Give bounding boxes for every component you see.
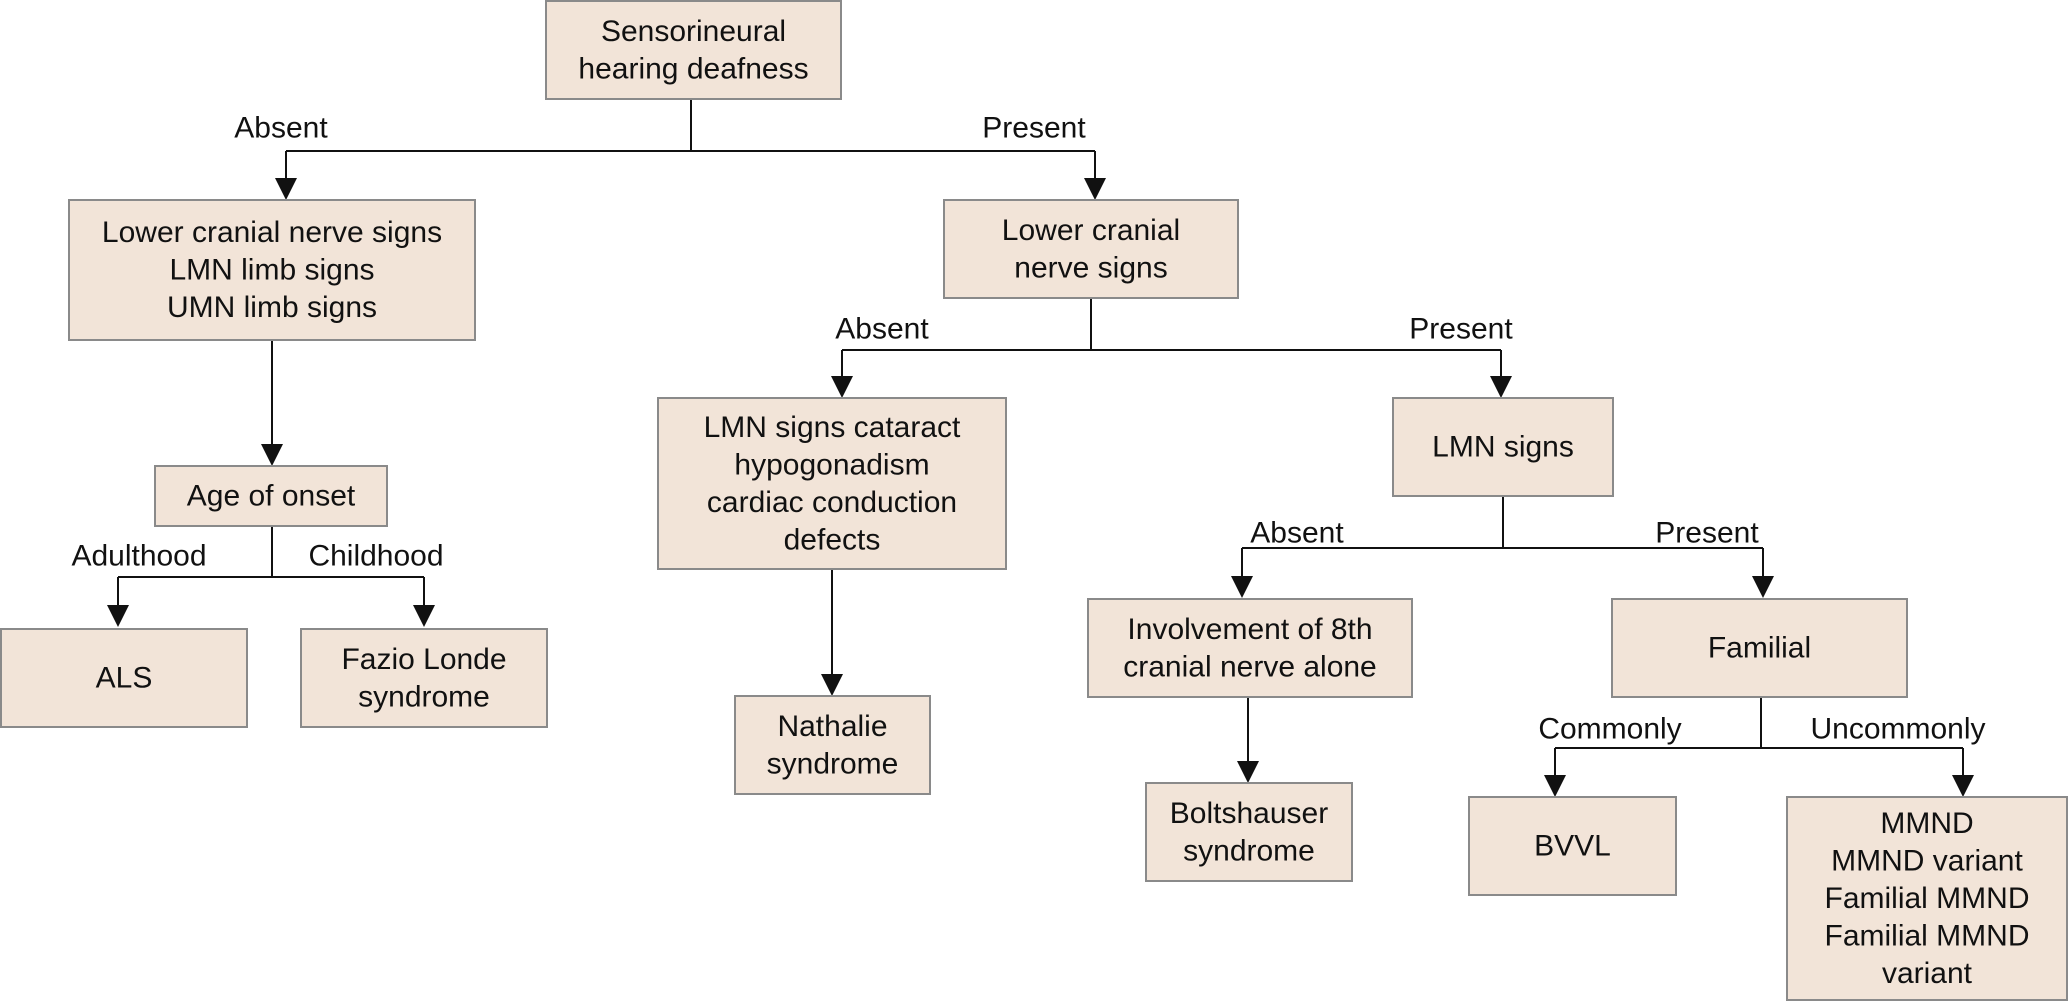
familial-split [1554,697,1964,777]
edge-label-onset-childhood: Childhood [308,540,443,573]
edge-label-lcn-present: Present [1409,313,1513,346]
node-text-line: syndrome [358,680,490,713]
node-box [734,695,931,795]
node-lower-cranial: Lower cranial nerve signs [943,199,1239,299]
root-split-right-arrow [1084,178,1106,200]
node-text-line: syndrome [1183,834,1315,867]
cataract-to-nathalie-arrow [821,674,843,696]
node-text-line: MMND variant [1831,845,2023,878]
lmn-split [1241,496,1764,578]
onset-split-left-arrow [107,605,129,627]
node-text-line: defects [784,523,881,556]
node-text-line: Lower cranial nerve signs [102,216,442,249]
node-lmn-cataract: LMN signs cataract hypogonadism cardiac co… [657,397,1007,570]
absent-to-onset-arrow [261,444,283,466]
node-root: Sensorineural hearing deafness [545,0,842,100]
node-als: ALS [0,628,248,728]
node-text-line: cardiac conduction [707,486,957,519]
node-text-line: hearing deafness [578,52,808,85]
node-boltshauser: Boltshauser syndrome [1145,782,1353,882]
lmn-split-left-arrow [1231,576,1253,598]
edge-label-lmn-absent: Absent [1250,517,1344,550]
node-text-line: Fazio Londe [341,643,506,676]
node-text-line: nerve signs [1014,251,1167,284]
node-text-line: MMND [1880,807,1973,840]
node-nathalie: Nathalie syndrome [734,695,931,795]
edge-label-onset-adulthood: Adulthood [71,540,206,573]
node-text-line: UMN limb signs [167,291,377,324]
node-text-line: Boltshauser [1170,797,1328,830]
node-box [943,199,1239,299]
node-text-line: LMN signs cataract [704,411,961,444]
node-box [68,199,476,341]
node-text-line: variant [1882,957,1973,990]
eighth-to-boltshauser-arrow [1237,761,1259,783]
node-text-line: syndrome [767,747,899,780]
connectors [107,99,1974,797]
node-text-line: Lower cranial [1002,214,1180,247]
edge-label-familial-commonly: Commonly [1538,713,1681,746]
node-box [154,465,388,527]
node-box [1611,598,1908,698]
node-familial: Familial [1611,598,1908,698]
node-text-line: Familial MMND [1825,920,2030,953]
edge-label-familial-uncommonly: Uncommonly [1810,713,1985,746]
lmn-split-right-arrow [1752,576,1774,598]
node-text-line: cranial nerve alone [1123,650,1377,683]
node-text-line: Age of onset [187,480,356,513]
node-text-line: BVVL [1534,830,1611,863]
node-box [1392,397,1614,497]
root-split-left-arrow [275,178,297,200]
node-fazio-londe: Fazio Londe syndrome [300,628,548,728]
familial-split-right-arrow [1952,775,1974,797]
node-text-line: LMN limb signs [169,254,374,287]
node-box [657,397,1007,570]
edge-label-lcn-absent: Absent [835,313,929,346]
edge-label-root-present: Present [982,112,1086,145]
node-box [1087,598,1413,698]
edge-label-root-absent: Absent [234,112,328,145]
lcn-split-left-arrow [831,376,853,398]
node-text-line: LMN signs [1432,431,1574,464]
node-box [1145,782,1353,882]
root-split [285,99,1096,180]
lcn-split-right-arrow [1490,376,1512,398]
node-age-of-onset: Age of onset [154,465,388,527]
node-text-line: hypogonadism [734,448,929,481]
edge-label-lmn-present: Present [1655,517,1759,550]
node-text-line: Familial MMND [1825,882,2030,915]
node-box [545,0,842,100]
node-box [1786,796,2068,1001]
onset-split [117,526,425,607]
onset-split-right-arrow [413,605,435,627]
node-bvvl: BVVL [1468,796,1677,896]
node-text-line: Involvement of 8th [1127,613,1372,646]
node-lmn-signs: LMN signs [1392,397,1614,497]
lcn-split [841,298,1502,378]
node-text-line: Nathalie [777,710,887,743]
node-box [1468,796,1677,896]
familial-split-left-arrow [1544,775,1566,797]
node-text-line: Sensorineural [601,15,786,48]
node-box [0,628,248,728]
node-eighth-nerve: Involvement of 8th cranial nerve alone [1087,598,1413,698]
node-text-line: Familial [1708,632,1811,665]
node-box [300,628,548,728]
node-text-line: ALS [96,662,153,695]
